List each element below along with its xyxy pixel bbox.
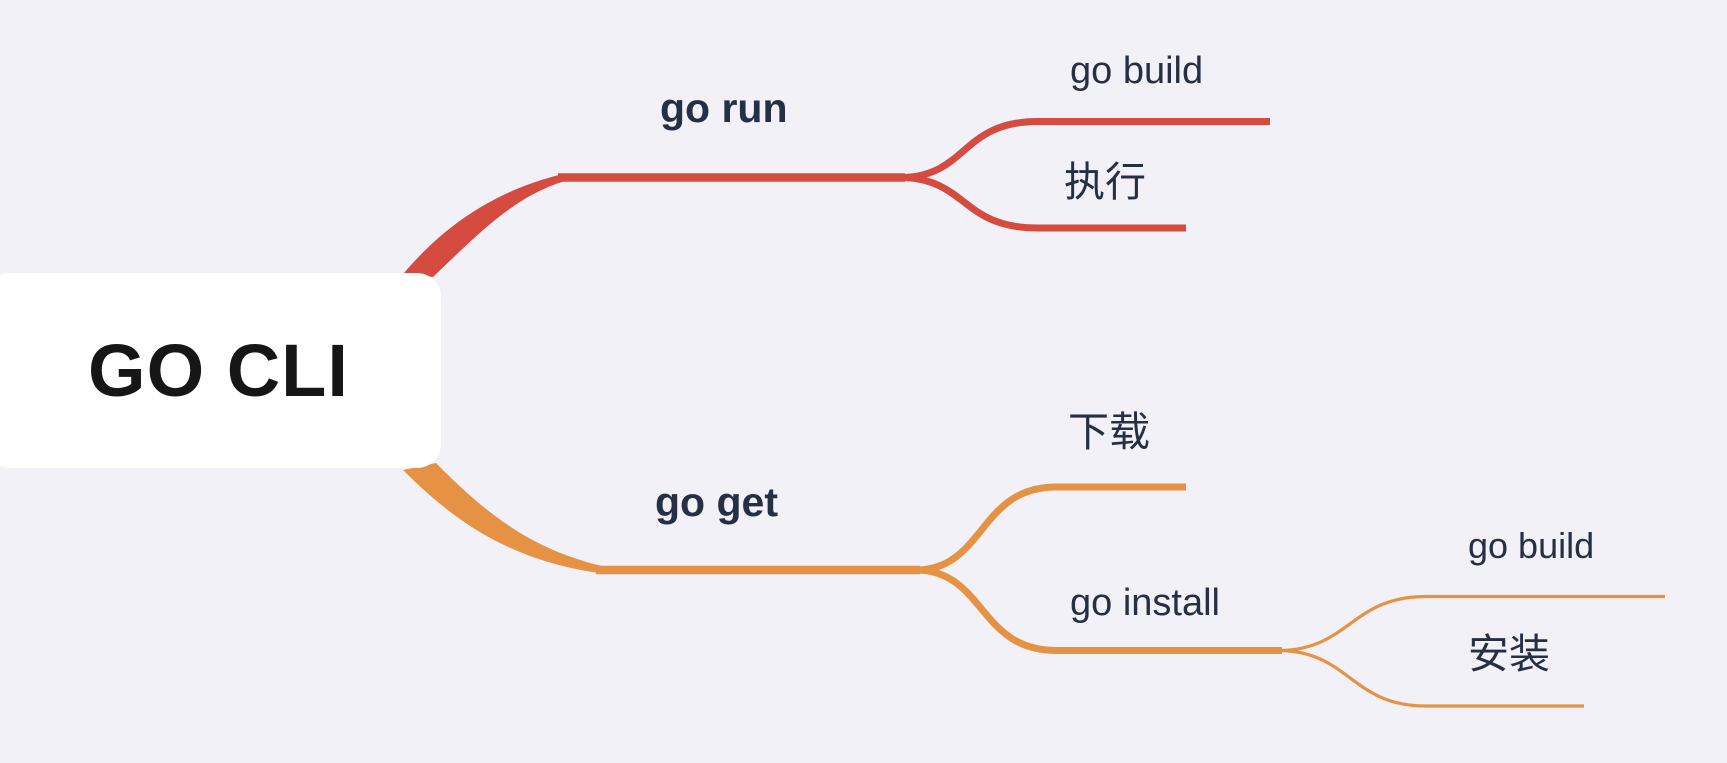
root-node[interactable]: GO CLI (0, 273, 441, 468)
node-go-run[interactable]: go run (660, 85, 788, 131)
edge-go-get-to-xiazai (919, 483, 1186, 574)
edge-root-to-go-run (404, 173, 565, 277)
node-go-run-go-build[interactable]: go build (1070, 50, 1204, 92)
node-go-install-anzhuang[interactable]: 安装 (1468, 631, 1550, 677)
node-go-run-zhixing[interactable]: 执行 (1064, 159, 1146, 205)
node-go-install[interactable]: go install (1070, 582, 1220, 624)
edge-go-install-to-go-build (1281, 594, 1665, 653)
node-go-get[interactable]: go get (655, 479, 778, 525)
edge-root-to-go-get (403, 463, 602, 574)
node-go-get-xiazai[interactable]: 下载 (1068, 409, 1150, 455)
edge-go-get-to-go-install (919, 566, 1282, 654)
edge-go-run-to-go-build (904, 118, 1270, 181)
root-node-label: GO CLI (88, 329, 349, 412)
edge-go-install-to-anzhuang (1281, 648, 1584, 708)
edge-go-run-to-zhixing (904, 174, 1186, 232)
node-go-install-go-build[interactable]: go build (1468, 525, 1595, 566)
